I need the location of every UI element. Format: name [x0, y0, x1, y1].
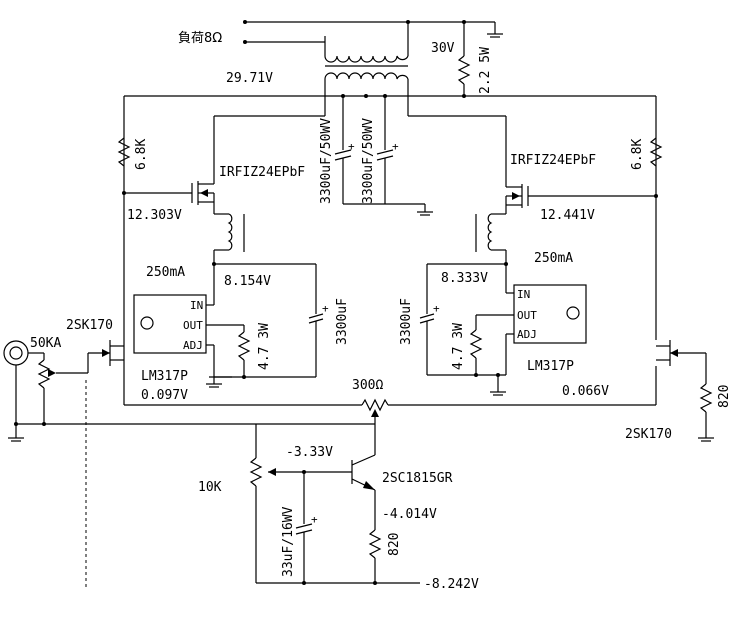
svg-text:+: + — [392, 140, 399, 153]
r300-label: 300Ω — [352, 378, 383, 393]
lm317-left: + — [133, 263, 329, 388]
r820-right-label: 820 — [717, 385, 732, 408]
mosfet-left — [124, 113, 326, 214]
svg-text:+: + — [311, 513, 318, 526]
drain-left-voltage: 0.097V — [141, 388, 188, 403]
r22-label: 2.2 5W — [478, 47, 493, 94]
source-bus — [124, 366, 657, 455]
choke-left — [212, 213, 245, 305]
pot50k-label: 50KA — [30, 336, 61, 351]
negative-supply-voltage: -8.242V — [424, 577, 479, 592]
fet-left-label: IRFIZ24EPbF — [219, 165, 305, 180]
jfet-left-label: 2SK170 — [66, 318, 113, 333]
input-jack — [3, 340, 375, 442]
r820-bottom-label: 820 — [387, 533, 402, 556]
emitter-voltage: -4.014V — [382, 507, 437, 522]
base-voltage: -3.33V — [286, 445, 333, 460]
pin-out-right: OUT — [517, 309, 537, 322]
v30-label: 30V — [431, 41, 455, 56]
r68k-right-label: 6.8K — [630, 139, 645, 170]
supply-rail — [123, 94, 657, 405]
pin-adj-right: ADJ — [517, 328, 537, 341]
supply-voltage-label: 29.71V — [226, 71, 273, 86]
cap-left-label: 3300uF/50WV — [319, 118, 334, 204]
pin-out-left: OUT — [183, 319, 203, 332]
lm-right-label: LM317P — [527, 359, 574, 374]
current-source: + — [249, 424, 420, 585]
gate-right-voltage: 12.441V — [540, 208, 595, 223]
bulk-capacitors: + + — [334, 96, 433, 216]
cap-right-label: 3300uF/50WV — [361, 118, 376, 204]
pin-in-left: IN — [190, 299, 203, 312]
svg-text:+: + — [322, 302, 329, 315]
r68k-left-label: 6.8K — [134, 139, 149, 170]
pin-adj-left: ADJ — [183, 339, 203, 352]
pot10k-label: 10K — [198, 480, 222, 495]
svg-text:+: + — [348, 140, 355, 153]
cap3300-right-label: 3300uF — [399, 298, 414, 345]
r47-right-label: 4.7 3W — [451, 323, 466, 370]
fet-right-label: IRFIZ24EPbF — [510, 153, 596, 168]
load-label: 負荷8Ω — [178, 31, 222, 46]
out-left-voltage: 8.154V — [224, 274, 271, 289]
current-right-label: 250mA — [534, 251, 573, 266]
mosfet-right — [407, 113, 656, 214]
dropping-resistor-2r2 — [457, 22, 471, 98]
lm317-right: + — [419, 263, 587, 396]
cap3300-left-label: 3300uF — [335, 298, 350, 345]
choke-right — [475, 213, 508, 293]
cap33-label: 33uF/16WV — [281, 506, 296, 577]
jfet-left — [56, 340, 124, 374]
lm-left-label: LM317P — [141, 369, 188, 384]
current-left-label: 250mA — [146, 265, 185, 280]
r47-left-label: 4.7 3W — [257, 323, 272, 370]
out-right-voltage: 8.333V — [441, 271, 488, 286]
drain-right-voltage: 0.066V — [562, 384, 609, 399]
pin-in-right: IN — [517, 288, 530, 301]
svg-text:+: + — [433, 302, 440, 315]
jfet-right-label: 2SK170 — [625, 427, 672, 442]
bjt-label: 2SC1815GR — [382, 471, 453, 486]
gate-left-voltage: 12.303V — [127, 208, 182, 223]
jfet-right — [656, 340, 714, 442]
